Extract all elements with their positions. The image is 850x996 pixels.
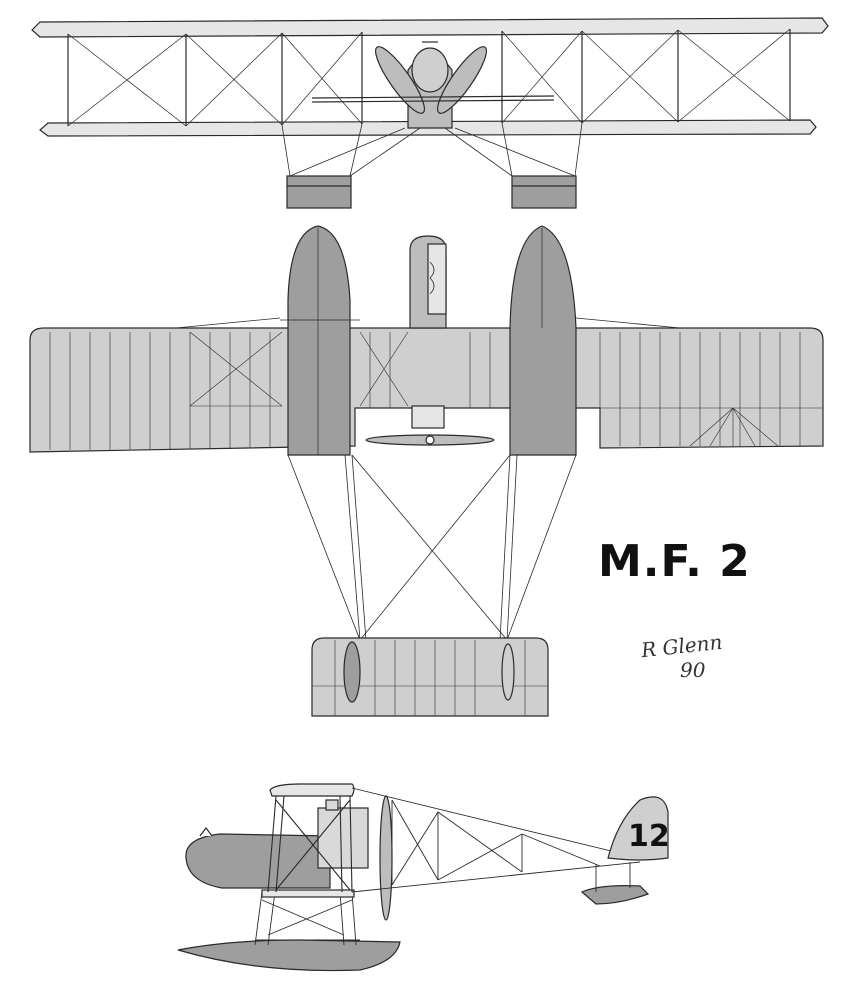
top-wing-ribs <box>49 331 823 450</box>
side-view: 12 <box>177 783 670 972</box>
side-main-float <box>177 939 401 972</box>
top-tail-booms <box>175 317 681 641</box>
front-bracing-wires <box>67 28 791 127</box>
front-float-struts <box>281 122 583 177</box>
signature-year: 90 <box>680 658 706 682</box>
side-upper-wing <box>269 783 355 797</box>
front-view <box>31 17 829 209</box>
front-left-float <box>286 175 352 209</box>
front-interplane-struts <box>67 29 791 126</box>
top-right-rudder <box>501 643 515 701</box>
top-view <box>29 225 824 717</box>
side-tail-booms <box>351 787 641 893</box>
designation-title: M.F. 2 <box>598 536 751 587</box>
top-tailplane <box>311 637 549 717</box>
front-upper-wing <box>31 17 829 38</box>
tail-number: 12 <box>628 819 670 854</box>
front-right-float <box>511 175 577 209</box>
side-propeller <box>379 795 393 921</box>
side-nacelle <box>185 833 331 889</box>
side-engine <box>317 807 369 869</box>
side-tail-float <box>580 885 650 905</box>
side-lower-wing <box>261 889 355 898</box>
front-engine <box>411 47 449 93</box>
side-rudder <box>607 796 669 861</box>
top-wing <box>29 327 824 453</box>
top-left-rudder <box>343 641 361 703</box>
top-left-float <box>287 225 351 456</box>
top-right-float <box>509 225 577 456</box>
